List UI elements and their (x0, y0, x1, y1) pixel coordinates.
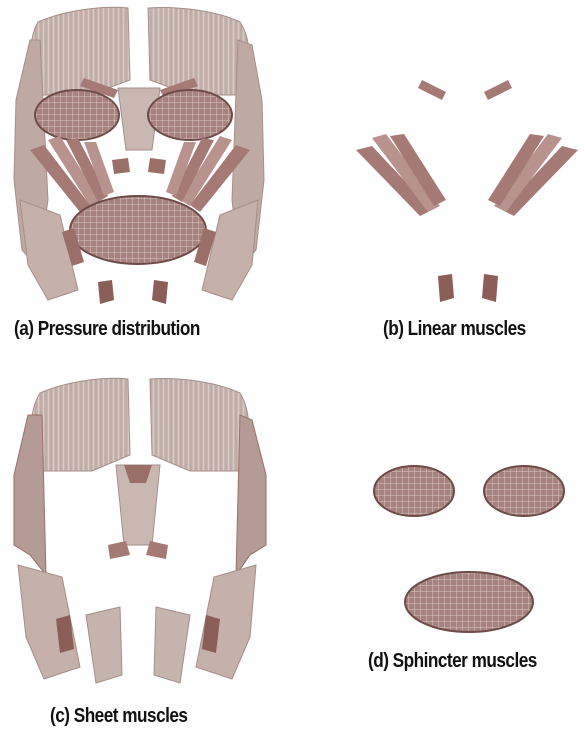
risorius-right (154, 607, 190, 683)
nostril-muscle-left (112, 158, 130, 174)
forehead-sheet-muscle-left (31, 378, 130, 471)
brow-linear-muscle-left (418, 80, 446, 100)
jaw-sheet-muscle-right (196, 565, 256, 679)
forehead-sheet-muscle-right (150, 379, 249, 471)
linear-muscles-diagram (300, 0, 585, 320)
depressor-muscle-left (438, 274, 454, 302)
caption-linear-muscles: (b) Linear muscles (383, 318, 526, 341)
panel-linear-muscles: (b) Linear muscles (300, 0, 585, 360)
depressor-muscle-left (98, 280, 114, 304)
nostril-muscle-right (146, 541, 168, 559)
eye-sphincter-left (35, 90, 119, 140)
eye-sphincter-right (484, 466, 564, 516)
temple-sheet-muscle-left (14, 415, 46, 575)
eye-sphincter-left (374, 466, 454, 516)
caption-sheet-muscles: (c) Sheet muscles (50, 705, 187, 728)
nostril-muscle-right (148, 158, 166, 174)
sheet-muscles-diagram (0, 375, 290, 695)
sphincter-muscles-diagram (300, 375, 585, 695)
depressor-muscle-right (152, 280, 168, 304)
brow-linear-muscle-right (484, 80, 512, 100)
forehead-sheet-muscle-left (31, 7, 130, 95)
mouth-sphincter (405, 572, 533, 632)
nostril-muscle-left (108, 541, 130, 559)
risorius-left (86, 607, 122, 683)
panel-sphincter-muscles: (d) Sphincter muscles (300, 375, 585, 733)
caption-sphincter-muscles: (d) Sphincter muscles (368, 650, 537, 673)
temple-sheet-muscle-right (236, 415, 266, 575)
pressure-distribution-face-diagram (0, 0, 290, 320)
panel-sheet-muscles: (c) Sheet muscles (0, 375, 290, 733)
depressor-muscle-right (482, 274, 498, 302)
eye-sphincter-right (148, 90, 232, 140)
panel-pressure-distribution: (a) Pressure distribution (0, 0, 290, 360)
caption-pressure-distribution: (a) Pressure distribution (14, 318, 200, 341)
mouth-sphincter (70, 196, 206, 264)
forehead-sheet-muscle-right (148, 8, 249, 95)
